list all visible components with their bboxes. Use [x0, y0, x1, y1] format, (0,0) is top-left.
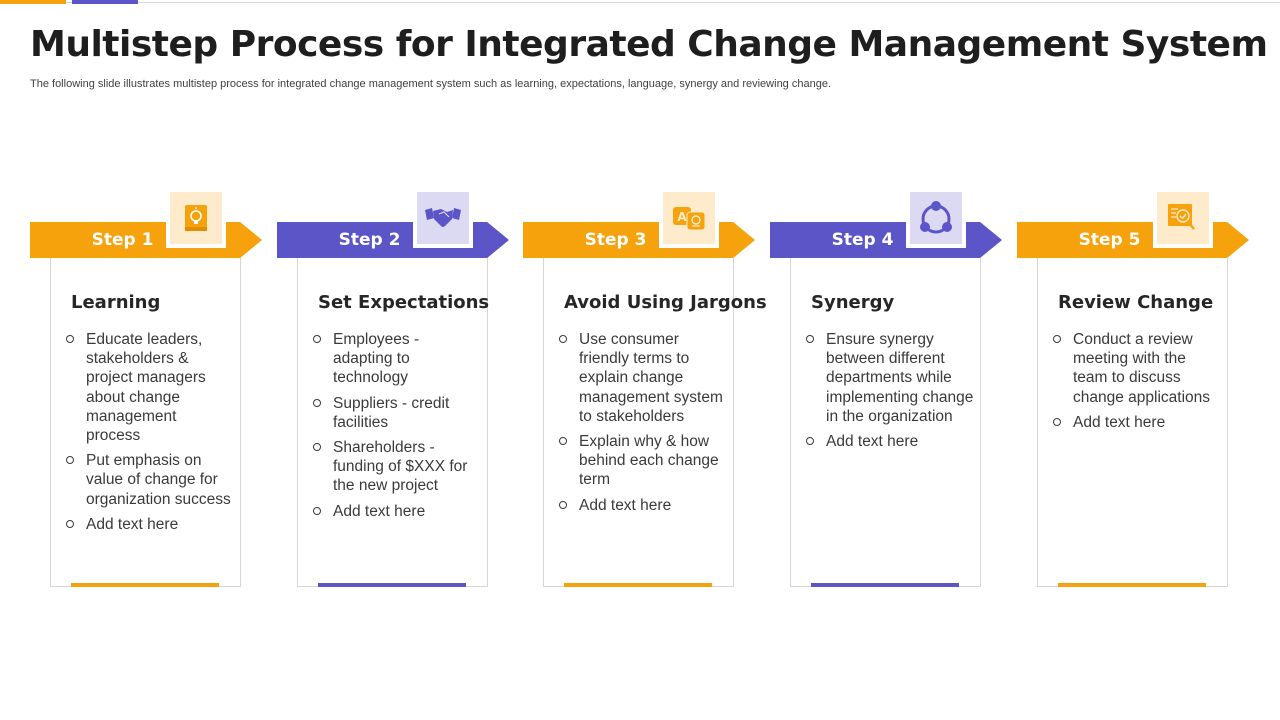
- step-label: Step 4: [831, 230, 894, 250]
- bullet-list: Ensure synergy between different departm…: [805, 330, 975, 457]
- bullet-circle-icon: [66, 335, 74, 343]
- slide-title: Multistep Process for Integrated Change …: [30, 24, 1268, 65]
- accent-purple: [72, 0, 138, 4]
- card-title: Set Expectations: [318, 292, 490, 313]
- step-label: Step 3: [584, 230, 647, 250]
- bullet-list: Employees - adapting to technology Suppl…: [312, 330, 482, 527]
- bullet-circle-icon: [1053, 335, 1061, 343]
- bullet-item: Add text here: [1052, 413, 1222, 432]
- step-3: Step 3 A Avoid Using Jargons Use consume…: [523, 190, 767, 590]
- bullet-item: Suppliers - credit facilities: [312, 394, 482, 432]
- bullet-item: Conduct a review meeting with the team t…: [1052, 330, 1222, 407]
- bullet-circle-icon: [66, 519, 74, 528]
- bullet-circle-icon: [313, 335, 321, 343]
- bullet-item: Add text here: [65, 515, 235, 534]
- step-card: Synergy Ensure synergy between different…: [790, 258, 981, 587]
- slide-subtitle: The following slide illustrates multiste…: [30, 78, 832, 90]
- step-label: Step 1: [91, 230, 154, 250]
- card-accent-bar: [1058, 583, 1206, 587]
- bullet-item: Put emphasis on value of change for orga…: [65, 451, 235, 509]
- bullet-item: Add text here: [312, 502, 482, 521]
- bullet-item: Explain why & how behind each change ter…: [558, 432, 728, 490]
- bullet-circle-icon: [559, 437, 567, 446]
- book-lightbulb-icon: [170, 192, 222, 244]
- accent-orange: [0, 0, 66, 4]
- card-accent-bar: [811, 583, 959, 587]
- bullet-item: Add text here: [558, 496, 728, 515]
- bullet-circle-icon: [313, 398, 321, 407]
- bullet-circle-icon: [313, 443, 321, 452]
- network-cycle-icon: [910, 192, 962, 244]
- step-card: Set Expectations Employees - adapting to…: [297, 258, 490, 587]
- document-review-icon: [1157, 192, 1209, 244]
- bullet-list: Conduct a review meeting with the team t…: [1052, 330, 1222, 438]
- svg-text:A: A: [677, 210, 687, 224]
- card-title: Avoid Using Jargons: [564, 292, 767, 313]
- bullet-item: Educate leaders, stakeholders & project …: [65, 330, 235, 445]
- step-1: Step 1 Learning Educate leaders, stakeho…: [30, 190, 265, 590]
- card-accent-bar: [564, 583, 712, 587]
- bullet-circle-icon: [559, 500, 567, 509]
- card-title: Learning: [71, 292, 161, 313]
- step-4: Step 4 Synergy Ensure synergy between di…: [770, 190, 1005, 590]
- step-label: Step 2: [338, 230, 401, 250]
- step-card: Review Change Conduct a review meeting w…: [1037, 258, 1228, 587]
- bullet-item: Shareholders - funding of $XXX for the n…: [312, 438, 482, 496]
- card-accent-bar: [318, 583, 466, 587]
- bullet-item: Ensure synergy between different departm…: [805, 330, 975, 426]
- step-2: Step 2 Set Expectations Employees - adap…: [277, 190, 512, 590]
- bullet-list: Educate leaders, stakeholders & project …: [65, 330, 235, 540]
- bullet-item: Use consumer friendly terms to explain c…: [558, 330, 728, 426]
- step-card: Avoid Using Jargons Use consumer friendl…: [543, 258, 767, 587]
- card-title: Review Change: [1058, 292, 1214, 313]
- translate-icon: A: [663, 192, 715, 244]
- bullet-circle-icon: [806, 335, 814, 343]
- bullet-circle-icon: [66, 456, 74, 465]
- bullet-list: Use consumer friendly terms to explain c…: [558, 330, 728, 521]
- bullet-circle-icon: [559, 335, 567, 343]
- step-5: Step 5 Review Change Conduct a review me…: [1017, 190, 1252, 590]
- step-card: Learning Educate leaders, stakeholders &…: [50, 258, 241, 587]
- card-title: Synergy: [811, 292, 895, 313]
- bullet-item: Employees - adapting to technology: [312, 330, 482, 388]
- step-label: Step 5: [1078, 230, 1141, 250]
- card-accent-bar: [71, 583, 219, 587]
- bullet-circle-icon: [806, 437, 814, 446]
- top-divider: [0, 2, 1280, 3]
- bullet-item: Add text here: [805, 432, 975, 451]
- bullet-circle-icon: [313, 506, 321, 515]
- handshake-icon: [417, 192, 469, 244]
- top-accent-bar: [0, 0, 1280, 4]
- bullet-circle-icon: [1053, 417, 1061, 426]
